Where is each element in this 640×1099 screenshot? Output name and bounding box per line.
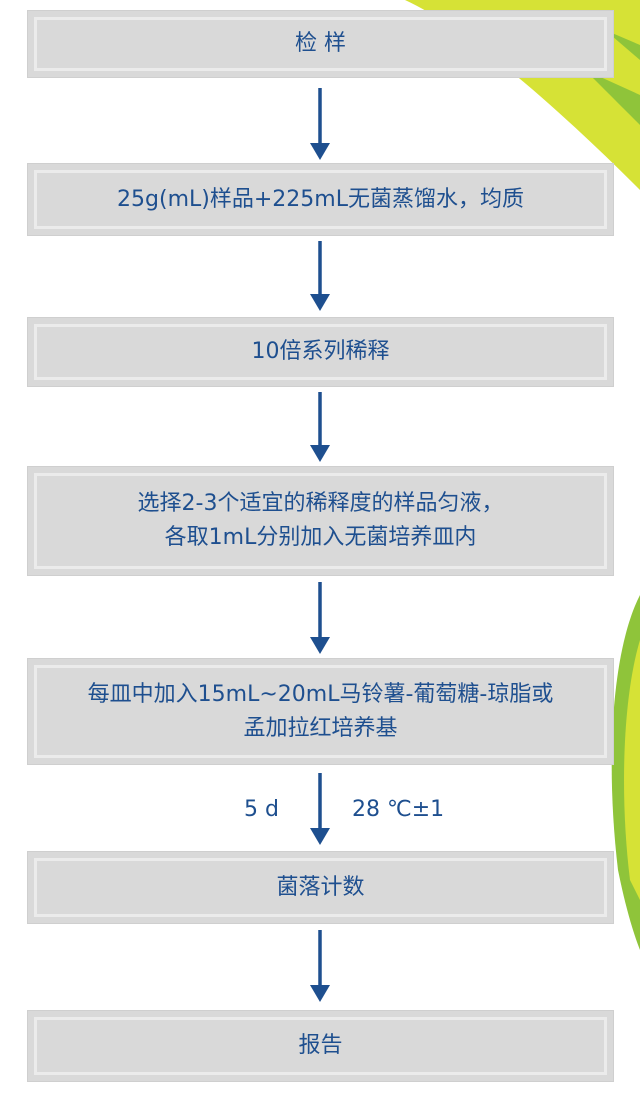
step-text: 25g(mL)样品+225mL无菌蒸馏水，均质: [117, 186, 524, 212]
flow-arrow: [310, 930, 330, 1002]
step-text: 检 样: [295, 31, 346, 56]
step-text: 10倍系列稀释: [251, 339, 390, 364]
step-box-homogenize: 25g(mL)样品+225mL无菌蒸馏水，均质: [27, 163, 614, 236]
step-box-report: 报告: [27, 1010, 614, 1082]
incubation-time: 5 d: [244, 797, 279, 822]
step-text-line1: 选择2-3个适宜的稀释度的样品匀液，: [137, 491, 504, 516]
step-box-select-dilution: 选择2-3个适宜的稀释度的样品匀液， 各取1mL分别加入无菌培养皿内: [27, 466, 614, 576]
flow-arrow: [310, 392, 330, 462]
step-text-line2: 各取1mL分别加入无菌培养皿内: [164, 525, 477, 550]
step-text-line2: 孟加拉红培养基: [243, 715, 398, 741]
flow-arrow: [310, 773, 330, 845]
step-text-line1: 每皿中加入15mL~20mL马铃薯-葡萄糖-琼脂或: [87, 681, 554, 707]
step-box-sample: 检 样: [27, 10, 614, 78]
step-text: 菌落计数: [276, 874, 365, 900]
flow-arrow: [310, 241, 330, 311]
flow-arrow: [310, 582, 330, 654]
step-box-dilution: 10倍系列稀释: [27, 317, 614, 387]
step-box-add-medium: 每皿中加入15mL~20mL马铃薯-葡萄糖-琼脂或 孟加拉红培养基: [27, 658, 614, 765]
incubation-temperature: 28 ℃±1: [352, 797, 445, 822]
flow-arrow: [310, 88, 330, 160]
step-box-colony-count: 菌落计数: [27, 851, 614, 924]
step-text: 报告: [298, 1033, 343, 1058]
